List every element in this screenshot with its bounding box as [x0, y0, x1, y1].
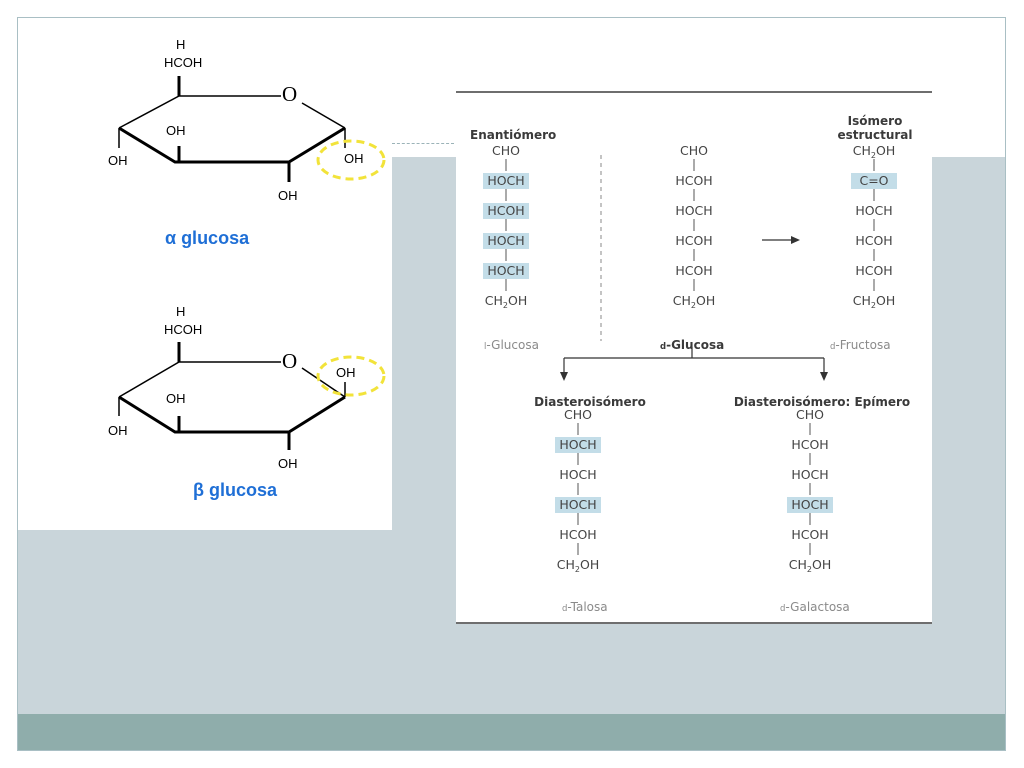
fischer-group-text: CHO: [796, 407, 824, 422]
beta-ring-front: [118, 395, 346, 434]
fischer-group-text: HOCH: [791, 467, 828, 482]
fischer-group-text: CH2OH: [853, 143, 895, 160]
beta-oh-c3: OH: [166, 391, 186, 406]
fischer-group-text: HCOH: [675, 233, 712, 248]
fischer-group-text: HCOH: [855, 233, 892, 248]
fischer-group-text: CH2OH: [789, 557, 831, 574]
diastereomer-heading: Diasteroisómero: [534, 395, 646, 409]
d-talose-fischer: CHO HOCH HOCH HOCH HCOH CH2OH: [555, 407, 601, 574]
epimer-heading: Diasteroisómero: Epímero: [734, 395, 910, 409]
epimer-arrowhead: [820, 372, 828, 381]
fischer-group-text: CHO: [564, 407, 592, 422]
fischer-group-text: HCOH: [855, 263, 892, 278]
l-glucose-name: l-Glucosa: [484, 338, 539, 352]
d-fructose-name: d-Fructosa: [830, 338, 891, 352]
enantiomer-heading: Enantiómero: [470, 128, 556, 142]
beta-oh-c4: OH: [108, 423, 128, 438]
alpha-ring-back: [118, 95, 281, 129]
fischer-group-text: C=O: [859, 173, 888, 188]
structural-isomer-heading-line1: Isómero: [848, 114, 903, 128]
alpha-ring-oxygen: O: [282, 82, 297, 106]
diastereomer-arrowhead: [560, 372, 568, 381]
alpha-oh-c4: OH: [108, 153, 128, 168]
alpha-anomeric-oh-highlight: [316, 139, 386, 181]
fischer-group-text: HOCH: [487, 233, 524, 248]
beta-glucose-label: β glucosa: [193, 480, 278, 500]
fischer-group-text: CH2OH: [673, 293, 715, 310]
isomers-diagram: Enantiómero Isómero estructural Diastero…: [470, 114, 913, 614]
d-glucose-name: d-Glucosa: [660, 338, 724, 352]
glucose-anomers-panel: H HCOH O OH OH OH OH α glucosa H: [18, 18, 392, 530]
changed-group-highlight: [555, 437, 601, 453]
changed-group-highlight: [483, 203, 529, 219]
alpha-glucose-structure: H HCOH O OH OH OH OH α glucosa: [108, 37, 386, 248]
structural-isomer-heading-line2: estructural: [838, 128, 913, 142]
fischer-group-text: CH2OH: [485, 293, 527, 310]
alpha-oh-c3: OH: [166, 123, 186, 138]
beta-top-group: HCOH: [164, 322, 202, 337]
fischer-group-text: HOCH: [559, 467, 596, 482]
structural-isomer-arrowhead: [791, 236, 800, 244]
changed-group-highlight: [483, 173, 529, 189]
changed-group-highlight: [483, 233, 529, 249]
d-talose-name: d-Talosa: [562, 600, 608, 614]
fischer-group-text: CH2OH: [853, 293, 895, 310]
d-galactose-name: d-Galactosa: [780, 600, 850, 614]
beta-oh-c1: OH: [336, 365, 356, 380]
alpha-oh-c2: OH: [278, 188, 298, 203]
fischer-group-text: CHO: [492, 143, 520, 158]
fischer-group-text: HOCH: [487, 173, 524, 188]
fischer-group-text: HOCH: [559, 497, 596, 512]
d-galactose-fischer: CHO HCOH HOCH HOCH HCOH CH2OH: [787, 407, 833, 574]
l-glucose-fischer: CHO HOCH HCOH HOCH HOCH CH2OH: [483, 143, 529, 310]
isomers-panel: Enantiómero Isómero estructural Diastero…: [456, 91, 932, 624]
alpha-top-h: H: [176, 37, 185, 52]
fischer-group-text: HOCH: [559, 437, 596, 452]
beta-top-h: H: [176, 304, 185, 319]
fischer-group-text: HCOH: [675, 263, 712, 278]
title-divider-line: [392, 143, 454, 144]
fischer-group-text: HOCH: [487, 263, 524, 278]
bottom-bar: [18, 714, 1005, 750]
changed-group-highlight: [483, 263, 529, 279]
glucose-anomers-diagram: H HCOH O OH OH OH OH α glucosa H: [108, 37, 386, 500]
fischer-group-text: HCOH: [791, 527, 828, 542]
fischer-group-text: HCOH: [487, 203, 524, 218]
fischer-group-text: HOCH: [791, 497, 828, 512]
beta-anomeric-oh-highlight: [316, 355, 386, 397]
beta-glucose-structure: H HCOH O OH OH OH OH β glucosa: [108, 304, 386, 500]
fischer-group-text: HCOH: [559, 527, 596, 542]
fischer-group-text: CH2OH: [557, 557, 599, 574]
beta-ring-oxygen: O: [282, 349, 297, 373]
d-fructose-fischer: CH2OH C=O HOCH HCOH HCOH CH2OH: [851, 143, 897, 310]
fischer-group-text: HCOH: [675, 173, 712, 188]
beta-ring-back: [118, 361, 281, 398]
beta-oh-c2: OH: [278, 456, 298, 471]
changed-group-highlight: [851, 173, 897, 189]
fischer-group-text: HOCH: [855, 203, 892, 218]
fischer-group-text: HCOH: [791, 437, 828, 452]
d-glucose-fischer: CHO HCOH HOCH HCOH HCOH CH2OH: [673, 143, 715, 310]
changed-group-highlight: [555, 497, 601, 513]
fischer-group-text: HOCH: [675, 203, 712, 218]
alpha-oh-c1: OH: [344, 151, 364, 166]
alpha-ring-o-c1: [301, 102, 346, 129]
alpha-top-group: HCOH: [164, 55, 202, 70]
changed-group-highlight: [787, 497, 833, 513]
alpha-ring-front: [118, 126, 346, 164]
slide-frame: H HCOH O OH OH OH OH α glucosa H: [17, 17, 1006, 751]
fischer-group-text: CHO: [680, 143, 708, 158]
alpha-glucose-label: α glucosa: [165, 228, 250, 248]
